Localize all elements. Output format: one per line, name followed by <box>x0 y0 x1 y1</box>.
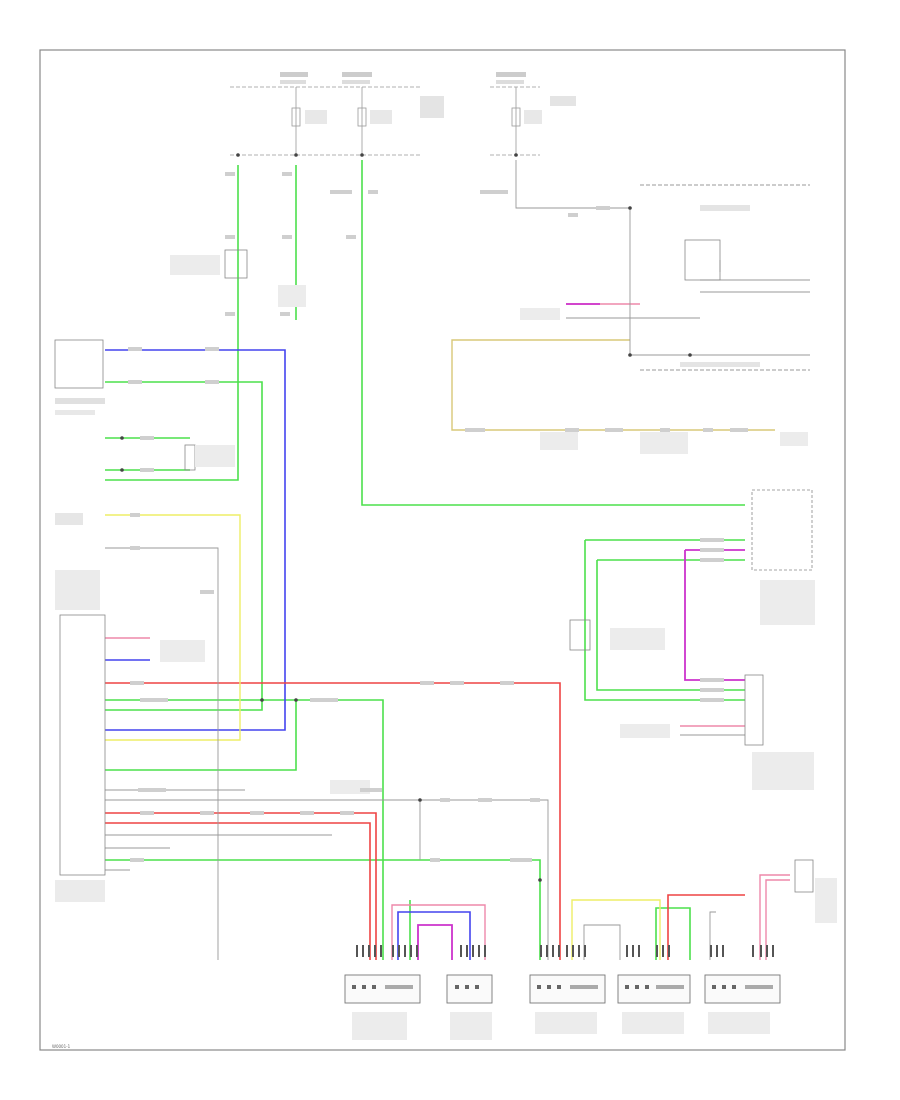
magenta-wires <box>417 303 745 960</box>
left-modules <box>54 249 591 876</box>
steering-sensor-box <box>751 489 813 571</box>
splice-points <box>120 153 692 882</box>
right-components <box>684 239 814 893</box>
left-labels <box>55 255 370 902</box>
blue-wires <box>105 349 471 960</box>
engine-ecu-box <box>744 674 764 746</box>
courtesy-switch-box <box>54 339 104 389</box>
right-labels <box>520 205 837 923</box>
rear-switch-box <box>794 859 814 893</box>
diagram-frame <box>39 49 846 1051</box>
tan-wires <box>451 339 775 431</box>
sensor-connector-2 <box>446 974 493 1004</box>
pink-wires <box>105 303 790 960</box>
bottom-connectors <box>344 974 781 1004</box>
relay-box <box>684 239 721 281</box>
green-wires <box>105 160 745 960</box>
connector-pins <box>352 985 773 989</box>
red-wires <box>105 682 745 960</box>
wire-code-marks <box>128 172 748 862</box>
connector-terminals <box>356 945 774 957</box>
connector-labels <box>352 1012 770 1040</box>
footer-code: W0001-1 <box>52 1044 71 1049</box>
top-fuse-labels <box>280 72 576 124</box>
body-ecu-box <box>59 614 106 876</box>
yellow-wires <box>105 514 661 960</box>
top-fuse-block <box>230 86 540 156</box>
